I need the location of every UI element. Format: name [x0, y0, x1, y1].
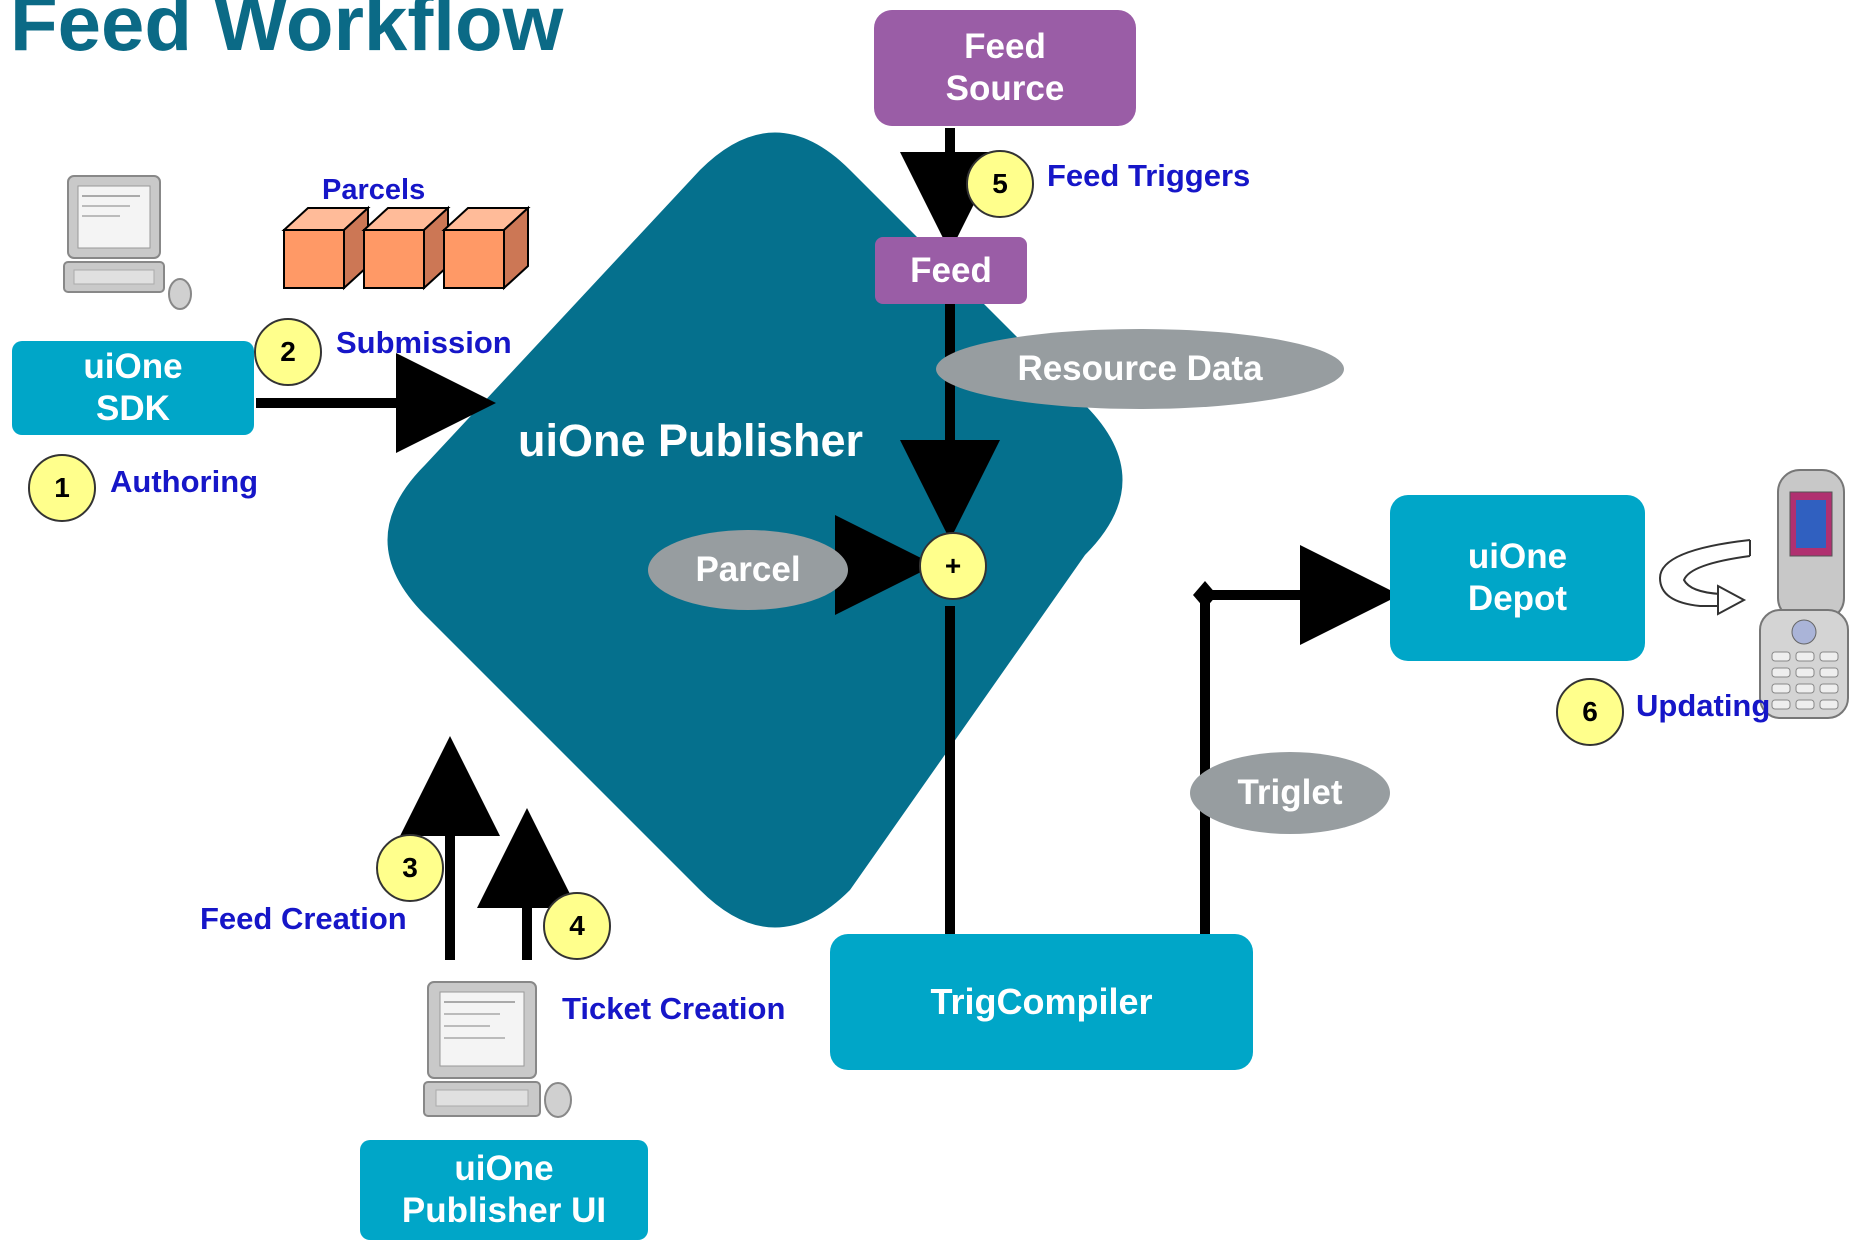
feed-box: Feed — [875, 237, 1027, 304]
step-label-3: Feed Creation — [200, 901, 407, 936]
publisher-ui-box: uiOne Publisher UI — [360, 1140, 648, 1240]
step-label-1: Authoring — [110, 464, 259, 499]
parcels-cubes — [281, 205, 531, 291]
step-label-4: Ticket Creation — [562, 991, 786, 1026]
step-badge-4: 4 — [543, 892, 611, 960]
feed-source-box: Feed Source — [874, 10, 1136, 126]
parcels-label: Parcels — [322, 174, 426, 206]
step-badge-2: 2 — [254, 318, 322, 386]
resource-data-oval: Resource Data — [936, 329, 1344, 409]
step-badge-6: 6 — [1556, 678, 1624, 746]
computer-icon — [423, 981, 572, 1118]
parcel-oval: Parcel — [648, 530, 848, 610]
step-label-5: Feed Triggers — [1047, 158, 1251, 193]
computer-icon — [63, 175, 192, 310]
depot-box: uiOne Depot — [1390, 495, 1645, 661]
plus-junction: + — [919, 532, 987, 600]
refresh-arrow-icon — [1658, 539, 1751, 616]
step-badge-3: 3 — [376, 834, 444, 902]
triglet-oval: Triglet — [1190, 752, 1390, 834]
page-title: Feed Workflow — [10, 0, 564, 67]
step-label-2: Submission — [336, 325, 512, 360]
step-label-6: Updating — [1636, 688, 1771, 723]
mobile-phone-icon — [1759, 469, 1849, 719]
step-badge-5: 5 — [966, 150, 1034, 218]
publisher-label: uiOne Publisher — [518, 415, 864, 466]
trigcompiler-box: TrigCompiler — [830, 934, 1253, 1070]
sdk-box: uiOne SDK — [12, 341, 254, 435]
step-badge-1: 1 — [28, 454, 96, 522]
